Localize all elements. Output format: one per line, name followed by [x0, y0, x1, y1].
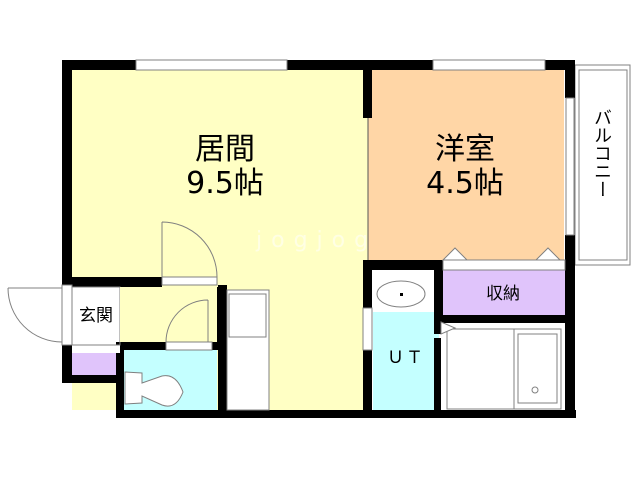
bath-door-icon: [440, 321, 457, 335]
balcony-label: バルコニー: [591, 108, 612, 198]
balcony-inner-outline: [578, 69, 628, 261]
closet-door-icon: [441, 247, 562, 261]
living-room-label: 居間 9.5帖: [170, 133, 280, 201]
entrance-area: [72, 287, 120, 345]
living-room-name: 居間: [195, 132, 255, 167]
western-window: [432, 59, 546, 71]
bathtub-icon: [517, 333, 558, 404]
door-swings: [7, 221, 218, 343]
toilet-door-gap: [165, 341, 213, 351]
balcony-door: [565, 97, 575, 236]
hallway-area: [120, 287, 217, 342]
living-door-gap: [161, 276, 218, 286]
walls: [62, 60, 576, 418]
living-window: [135, 59, 288, 71]
western-room-name: 洋室: [435, 132, 495, 167]
ut-door: [362, 307, 373, 351]
western-room-area: [368, 70, 564, 260]
entrance-label: 玄関: [79, 306, 113, 326]
living-room-size: 9.5帖: [186, 166, 264, 201]
western-room-size: 4.5帖: [426, 166, 504, 201]
storage-area: [440, 270, 566, 316]
drain-icon: [531, 386, 539, 394]
kitchen-sink: [228, 293, 267, 338]
storage-label: 収納: [486, 284, 520, 304]
unit-toilet-label: ＵＴ: [387, 348, 425, 368]
western-room-label: 洋室 4.5帖: [410, 133, 520, 201]
toilet-icon: [124, 371, 184, 407]
balcony-outline: [574, 64, 631, 266]
front-door-frame: [61, 284, 73, 346]
watermark: jogjog: [256, 228, 378, 253]
entrance-step: [72, 345, 120, 353]
